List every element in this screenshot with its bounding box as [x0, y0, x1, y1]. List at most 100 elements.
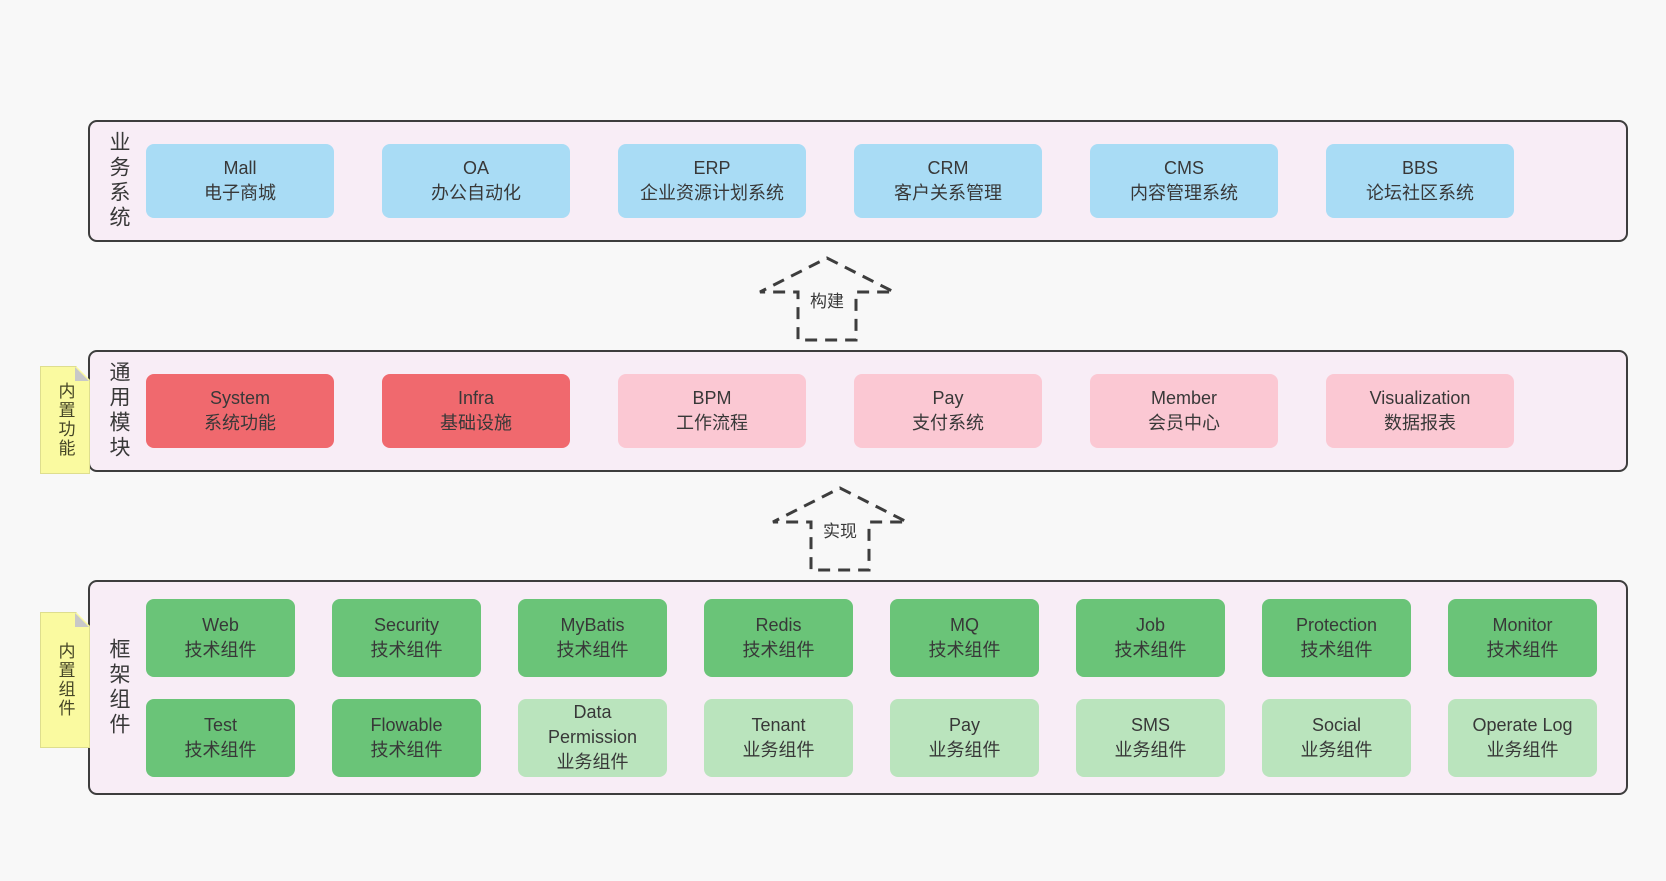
- box-pay-biz: Pay 业务组件: [890, 698, 1039, 777]
- box-title: Protection: [1295, 614, 1378, 635]
- box-oa: OA 办公自动化: [382, 144, 570, 218]
- box-mybatis: MyBatis 技术组件: [518, 598, 667, 677]
- components-layer-label: 框架组件: [107, 637, 130, 738]
- box-bpm: BPM 工作流程: [618, 374, 806, 448]
- box-title: ERP: [693, 158, 731, 179]
- box-monitor: Monitor 技术组件: [1448, 598, 1597, 677]
- box-subtitle: 系统功能: [204, 413, 276, 433]
- box-flowable: Flowable 技术组件: [332, 698, 481, 777]
- box-subtitle: 技术组件: [1486, 639, 1559, 660]
- box-title: Operate Log: [1472, 714, 1573, 735]
- box-subtitle: 工作流程: [676, 413, 748, 433]
- box-sms: SMS 业务组件: [1076, 698, 1225, 777]
- box-title: Member: [1150, 388, 1217, 409]
- box-title: Social: [1311, 714, 1362, 735]
- box-operate-log: Operate Log 业务组件: [1448, 698, 1597, 777]
- box-title: Redis: [755, 614, 802, 635]
- box-web: Web 技术组件: [146, 598, 295, 677]
- components-row-1: Web 技术组件 Security 技术组件 MyBatis 技术组件 Redi…: [146, 598, 1597, 677]
- box-subtitle: 客户关系管理: [894, 183, 1002, 203]
- box-erp: ERP 企业资源计划系统: [618, 144, 806, 218]
- folded-corner-icon: [75, 613, 89, 627]
- box-title: MyBatis: [560, 614, 625, 635]
- box-title: Visualization: [1369, 388, 1471, 409]
- build-arrow: 构建: [757, 255, 897, 343]
- box-title: SMS: [1130, 714, 1170, 735]
- box-test: Test 技术组件: [146, 698, 295, 777]
- box-title: Job: [1135, 614, 1166, 635]
- box-title: Infra: [457, 388, 495, 409]
- components-row-2: Test 技术组件 Flowable 技术组件 Data Permission …: [146, 698, 1597, 777]
- box-title: Test: [203, 714, 237, 735]
- up-arrow-icon: [759, 256, 895, 342]
- box-subtitle: 数据报表: [1384, 413, 1456, 433]
- box-title: System: [209, 388, 270, 409]
- box-title: BPM: [692, 388, 732, 409]
- implement-arrow: 实现: [770, 485, 910, 573]
- box-subtitle: 技术组件: [370, 739, 443, 760]
- box-title: CRM: [927, 158, 969, 179]
- box-subtitle: 内容管理系统: [1130, 183, 1238, 203]
- box-subtitle: 业务组件: [1114, 739, 1187, 760]
- box-title: Tenant: [751, 714, 806, 735]
- box-title: CMS: [1164, 158, 1204, 179]
- box-title: Security: [373, 614, 440, 635]
- box-pay: Pay 支付系统: [854, 374, 1042, 448]
- box-system: System 系统功能: [146, 374, 334, 448]
- box-subtitle: 业务组件: [742, 739, 815, 760]
- business-layer-content: Mall 电子商城 OA 办公自动化 ERP 企业资源计划系统 CRM 客户关系…: [146, 144, 1514, 218]
- box-title: Monitor: [1492, 614, 1553, 635]
- box-subtitle: 论坛社区系统: [1366, 183, 1474, 203]
- box-subtitle: 业务组件: [928, 739, 1001, 760]
- box-subtitle: 技术组件: [370, 639, 443, 660]
- implement-arrow-label: 实现: [819, 516, 861, 543]
- components-layer-content: Web 技术组件 Security 技术组件 MyBatis 技术组件 Redi…: [146, 598, 1597, 777]
- box-title: MQ: [950, 614, 979, 635]
- box-title: Pay: [948, 714, 981, 735]
- box-subtitle: 业务组件: [1300, 739, 1373, 760]
- built-in-functions-note: 内置功能: [40, 366, 90, 474]
- box-infra: Infra 基础设施: [382, 374, 570, 448]
- box-subtitle: 电子商城: [204, 183, 276, 203]
- box-subtitle: 技术组件: [928, 639, 1001, 660]
- box-title: Pay: [932, 388, 964, 409]
- box-crm: CRM 客户关系管理: [854, 144, 1042, 218]
- box-subtitle: 办公自动化: [431, 183, 521, 203]
- box-subtitle: 会员中心: [1148, 413, 1220, 433]
- box-job: Job 技术组件: [1076, 598, 1225, 677]
- box-subtitle: 技术组件: [556, 639, 629, 660]
- box-subtitle: 技术组件: [184, 739, 257, 760]
- box-protection: Protection 技术组件: [1262, 598, 1411, 677]
- box-visualization: Visualization 数据报表: [1326, 374, 1514, 448]
- box-title: BBS: [1401, 158, 1439, 179]
- box-subtitle: 技术组件: [742, 639, 815, 660]
- box-social: Social 业务组件: [1262, 698, 1411, 777]
- box-subtitle: 企业资源计划系统: [640, 183, 784, 203]
- box-subtitle: 基础设施: [440, 413, 512, 433]
- folded-corner-icon: [75, 367, 89, 381]
- box-bbs: BBS 论坛社区系统: [1326, 144, 1514, 218]
- box-security: Security 技术组件: [332, 598, 481, 677]
- box-subtitle: 技术组件: [1114, 639, 1187, 660]
- box-tenant: Tenant 业务组件: [704, 698, 853, 777]
- note-text: 内置组件: [55, 642, 75, 718]
- up-arrow-icon: [772, 486, 908, 572]
- box-subtitle: 技术组件: [184, 639, 257, 660]
- box-subtitle: 支付系统: [912, 413, 984, 433]
- framework-components-layer: 内置组件 框架组件 Web 技术组件 Security 技术组件 MyBatis…: [88, 580, 1628, 795]
- built-in-components-note: 内置组件: [40, 612, 90, 748]
- box-subtitle: 技术组件: [1300, 639, 1373, 660]
- box-title: Flowable: [370, 714, 443, 735]
- box-member: Member 会员中心: [1090, 374, 1278, 448]
- box-title: Data Permission: [547, 702, 638, 748]
- note-text: 内置功能: [55, 382, 75, 458]
- business-systems-layer: 业务系统 Mall 电子商城 OA 办公自动化 ERP 企业资源计划系统 CRM…: [88, 120, 1628, 242]
- build-arrow-label: 构建: [806, 286, 848, 313]
- modules-layer-content: System 系统功能 Infra 基础设施 BPM 工作流程 Pay 支付系统…: [146, 374, 1514, 448]
- box-subtitle: 业务组件: [1486, 739, 1559, 760]
- business-layer-label: 业务系统: [107, 131, 130, 231]
- box-cms: CMS 内容管理系统: [1090, 144, 1278, 218]
- box-subtitle: 业务组件: [556, 751, 629, 772]
- box-title: OA: [462, 158, 489, 179]
- common-modules-layer: 内置功能 通用模块 System 系统功能 Infra 基础设施 BPM 工作流…: [88, 350, 1628, 472]
